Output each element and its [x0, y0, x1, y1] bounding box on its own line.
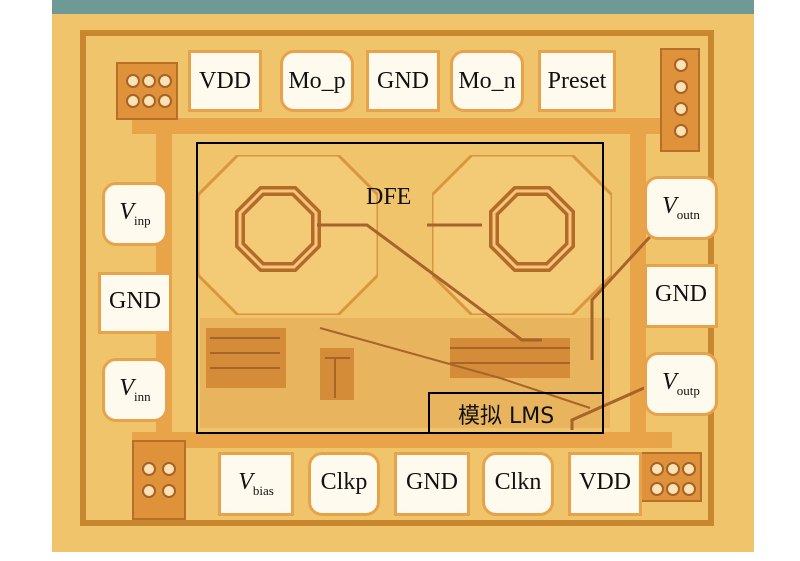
- power-track-right: [630, 130, 646, 440]
- top-edge-strip: [52, 0, 754, 14]
- pad-bottom-3: GND: [394, 452, 470, 516]
- pad-top-2: Mo_p: [280, 50, 354, 112]
- pad-label-sub: outp: [676, 382, 700, 398]
- pad-label: VDD: [199, 67, 251, 94]
- inductor-right: [432, 155, 612, 315]
- pad-label: Mo_p: [288, 67, 346, 94]
- pad-label: GND: [377, 67, 429, 94]
- pad-label-sub: outn: [676, 206, 700, 222]
- pad-label-main: GND: [406, 469, 458, 496]
- pad-top-5: Preset: [538, 50, 616, 112]
- pad-label-main: GND: [109, 288, 161, 315]
- signal-routes: [317, 213, 672, 430]
- inductor-left: [198, 155, 378, 315]
- pad-left-1: Vinp: [102, 182, 168, 246]
- pad-label-sub: inp: [134, 212, 151, 228]
- pad-bottom-5: VDD: [568, 452, 642, 516]
- pad-label-sub: bias: [252, 482, 274, 498]
- pad-label: Mo_n: [458, 67, 516, 94]
- corner-structure-top-left: [116, 62, 178, 120]
- lms-block-outline: [428, 392, 604, 434]
- dfe-block-outline: [196, 142, 604, 434]
- pad-right-2: GND: [644, 264, 718, 328]
- corner-structure-top-right: [660, 48, 700, 152]
- pad-label-sub: inn: [134, 388, 151, 404]
- pad-label-main: V: [119, 199, 135, 226]
- corner-structure-bottom-right: [640, 452, 702, 502]
- pad-label-main: Clkp: [320, 469, 368, 496]
- pad-label-main: V: [662, 369, 677, 396]
- pad-top-4: Mo_n: [450, 50, 524, 112]
- pad-label-main: GND: [655, 281, 707, 308]
- circuit-area: [200, 318, 610, 428]
- corner-structure-bottom-left: [132, 440, 186, 520]
- pad-bottom-1: Vbias: [218, 452, 294, 516]
- pad-bottom-2: Clkp: [308, 452, 380, 516]
- dfe-block-label: DFE: [366, 184, 412, 210]
- pad-top-1: VDD: [188, 50, 262, 112]
- pad-label-main: V: [238, 469, 253, 496]
- pad-label: Preset: [547, 67, 607, 94]
- pad-top-3: GND: [366, 50, 440, 112]
- pad-right-1: Voutn: [644, 176, 718, 240]
- pad-label-main: VDD: [579, 469, 631, 496]
- power-track-top: [132, 118, 672, 134]
- pad-label-main: V: [662, 193, 677, 220]
- power-track-bottom: [132, 432, 672, 448]
- pad-bottom-4: Clkn: [482, 452, 554, 516]
- pad-label-main: V: [119, 375, 135, 402]
- lms-block-label: 模拟 LMS: [458, 404, 555, 429]
- pad-left-3: Vinn: [102, 358, 168, 422]
- pad-right-3: Voutp: [644, 352, 718, 416]
- chip-die: VDD Mo_p GND Mo_n Preset Vinp GND Vinn V…: [52, 0, 754, 552]
- pad-label-main: Clkn: [494, 469, 542, 496]
- pad-left-2: GND: [98, 272, 172, 334]
